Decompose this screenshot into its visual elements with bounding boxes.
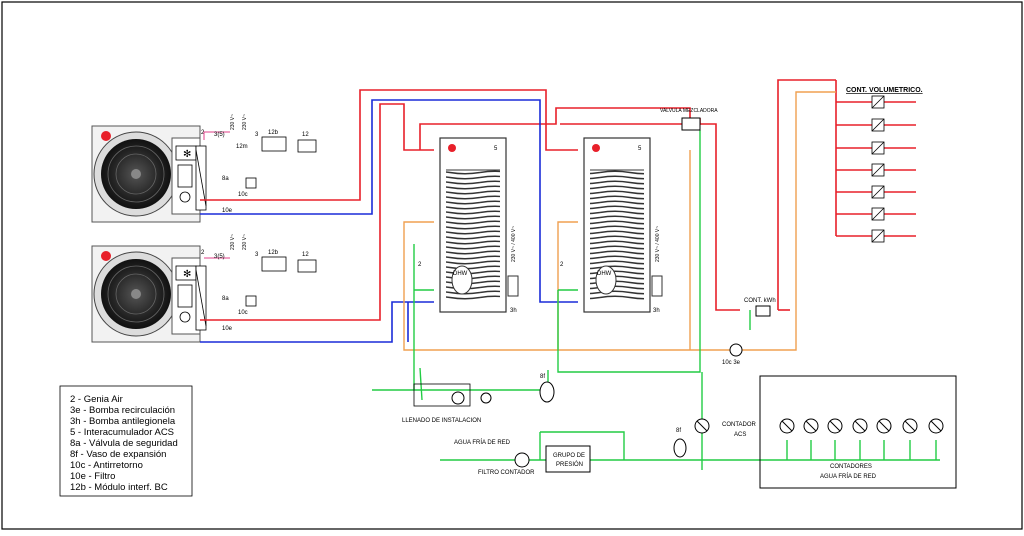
cold-water-meters: [779, 418, 944, 434]
contadores-label-2: AGUA FRÍA DE RED: [820, 473, 877, 480]
contador-acs-label-2: ACS: [734, 432, 746, 438]
svg-text:8a: 8a: [222, 296, 229, 302]
control-labels: 12b 12 12b 12 8a 8a 10c 10c 10e 10e 12m …: [214, 114, 681, 434]
svg-text:2: 2: [418, 262, 422, 268]
svg-text:10c: 10c: [238, 192, 248, 198]
svg-text:3h: 3h: [653, 308, 660, 314]
brand-logo-icon: [101, 131, 111, 141]
svg-text:230 V~: 230 V~: [242, 234, 248, 250]
recirc-pump-label: 10c 3e: [722, 360, 741, 366]
svg-text:2: 2: [560, 262, 564, 268]
tank1-dhw: DHW: [453, 271, 468, 277]
grupo-presion-label-2: PRESIÓN: [556, 461, 583, 468]
control-modules: [245, 136, 317, 307]
cont-volumetrico-label: CONT. VOLUMETRICO.: [846, 87, 923, 94]
brand-logo-icon: [101, 251, 111, 261]
tank1-number: 5: [494, 146, 498, 152]
svg-text:12: 12: [302, 252, 309, 258]
svg-text:3(5): 3(5): [214, 132, 225, 138]
contadores-label-1: CONTADORES: [830, 464, 872, 470]
svg-text:10e: 10e: [222, 208, 233, 214]
filtro-contador-label: FILTRO CONTADOR: [478, 470, 535, 476]
svg-text:12: 12: [302, 132, 309, 138]
filling-group: [413, 383, 471, 407]
legend-item: 12b - Módulo interf. BC: [70, 482, 168, 493]
llenado-label: LLENADO DE INSTALACION: [402, 418, 481, 424]
heat-pump-2: 2: [91, 245, 205, 343]
return-pipes: [200, 99, 578, 343]
volumetric-meters: [871, 95, 885, 243]
dhw-tank-1: 5 DHW 230 V~ / 400 V~: [439, 137, 519, 313]
svg-text:12b: 12b: [268, 130, 279, 136]
svg-text:230 V~: 230 V~: [230, 234, 236, 250]
expansion-vessels: [539, 381, 687, 458]
legend-box: [59, 385, 193, 497]
svg-text:12m: 12m: [236, 144, 248, 150]
recirc-pump: [729, 343, 743, 357]
pressure-group: [545, 445, 591, 473]
cont-kwh-label: CONT. kWh: [744, 298, 776, 304]
dhw-tank-2: 5 DHW 230 V~ / 400 V~: [583, 137, 663, 313]
water-meter-main: [514, 452, 530, 468]
mixing-valve: [681, 117, 701, 131]
svg-text:10e: 10e: [222, 326, 233, 332]
cold-counters-box: [759, 375, 957, 489]
svg-text:12b: 12b: [268, 250, 279, 256]
legend-item: 10c - Antirretorno: [70, 460, 143, 471]
svg-text:8a: 8a: [222, 176, 229, 182]
legend-item: 3e - Bomba recirculación: [70, 405, 175, 416]
svg-text:3h: 3h: [510, 308, 517, 314]
brand-logo-icon: [448, 144, 456, 152]
svg-text:✻: ✻: [183, 269, 191, 280]
brand-logo-icon: [592, 144, 600, 152]
hp2-number: 2: [201, 250, 205, 256]
tank2-voltage: 230 V~ / 400 V~: [655, 226, 661, 262]
svg-text:8f: 8f: [540, 374, 545, 380]
svg-text:230 V~: 230 V~: [230, 114, 236, 130]
legend-item: 2 - Genia Air: [70, 394, 123, 405]
svg-text:✻: ✻: [183, 149, 191, 160]
svg-text:3: 3: [255, 132, 259, 138]
legend-item: 10e - Filtro: [70, 471, 115, 482]
grupo-presion-label-1: GRUPO DE: [553, 453, 585, 459]
contador-acs-label-1: CONTADOR: [722, 422, 757, 428]
kwh-meter: [755, 305, 771, 317]
tank2-dhw: DHW: [597, 271, 612, 277]
hp1-number: 2: [201, 130, 205, 136]
svg-text:8f: 8f: [676, 428, 681, 434]
legend-item: 8a - Válvula de seguridad: [70, 438, 178, 449]
hp1-internals: ✻: [175, 145, 207, 211]
heat-pump-1: 2: [91, 125, 205, 223]
hp2-internals: ✻: [175, 265, 207, 331]
svg-text:3(5): 3(5): [214, 254, 225, 260]
mixing-valve-label: VALVULA MEZCLADORA: [660, 108, 718, 114]
svg-text:10c: 10c: [238, 310, 248, 316]
tank1-voltage: 230 V~ / 400 V~: [511, 226, 517, 262]
svg-text:3: 3: [255, 252, 259, 258]
legend: 2 - Genia Air 3e - Bomba recirculación 3…: [70, 394, 178, 493]
legend-item: 8f - Vaso de expansión: [70, 449, 166, 460]
legend-item: 5 - Interacumulador ACS: [70, 427, 174, 438]
agua-fria-label: AGUA FRÍA DE RED: [454, 439, 511, 446]
legend-item: 3h - Bomba antilegionela: [70, 416, 176, 427]
tank2-number: 5: [638, 146, 642, 152]
svg-text:230 V~: 230 V~: [242, 114, 248, 130]
